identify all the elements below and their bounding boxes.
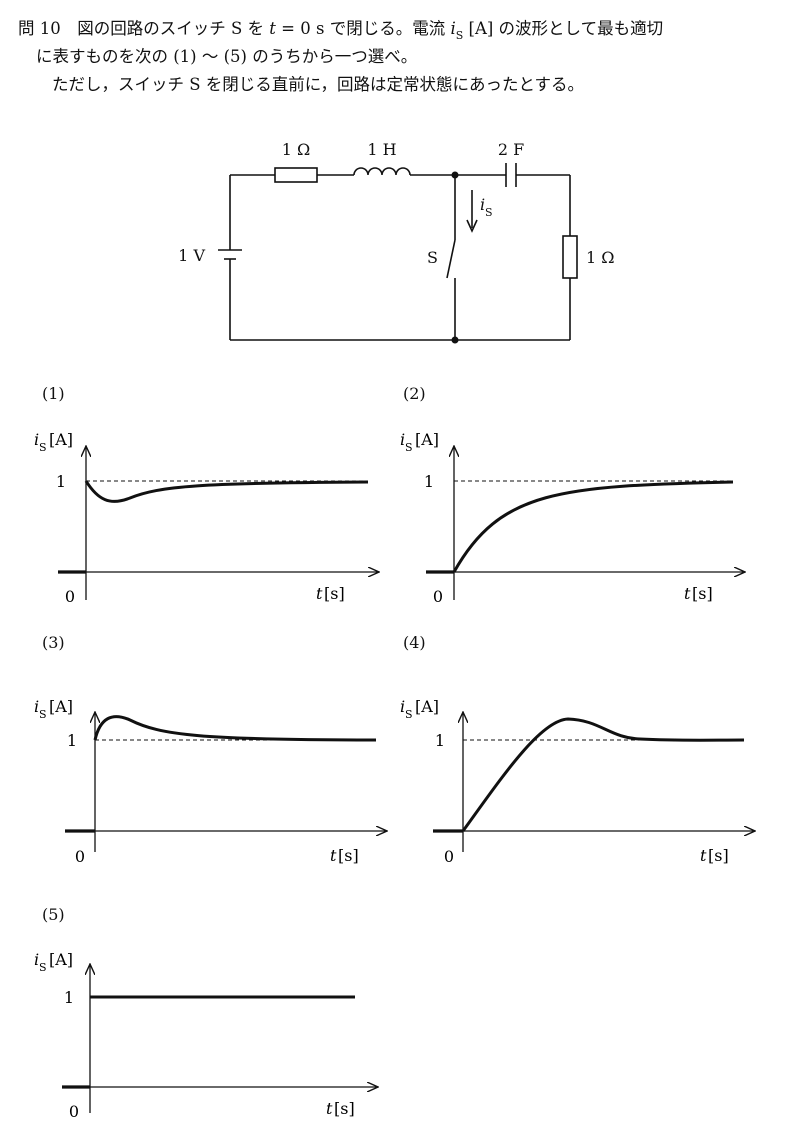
svg-text:[A]: [A] — [415, 430, 439, 449]
graph-1-curve — [84, 480, 369, 503]
graph-2-curve — [452, 480, 734, 573]
graph-4-ylabel: i — [400, 697, 405, 716]
graph-5-tick-1: 1 — [64, 988, 74, 1007]
capacitor-label: 2 F — [498, 140, 524, 159]
inductor-label: 1 H — [367, 140, 396, 159]
circuit-diagram: 1 Ω 1 H 2 F 1 V 1 Ω S i S — [178, 140, 615, 344]
svg-text:[s]: [s] — [708, 846, 729, 865]
resistor-2-label: 1 Ω — [586, 248, 615, 267]
graph-4: 1 0 i S [A] t [s] — [400, 697, 755, 866]
source-label: 1 V — [178, 246, 205, 265]
svg-text:[s]: [s] — [334, 1099, 355, 1118]
graph-4-tick-1: 1 — [435, 731, 445, 750]
graph-5-ylabel: i — [34, 950, 39, 969]
graph-3-ylabel: i — [34, 697, 39, 716]
svg-text:S: S — [39, 708, 47, 721]
option-label-2: (2) — [403, 384, 426, 403]
graph-5: 1 0 i S [A] t [s] — [34, 950, 378, 1121]
graph-1-xlabel: t — [316, 584, 323, 603]
option-label-1: (1) — [42, 384, 65, 403]
graph-5-xlabel: t — [326, 1099, 333, 1118]
question-line-3: ただし，スイッチ S を閉じる直前に，回路は定常状態にあったとする。 — [52, 75, 584, 94]
graph-1-ylabel: i — [34, 430, 39, 449]
svg-text:[A]: [A] — [49, 950, 73, 969]
question-number: 問 10 — [18, 19, 61, 38]
graph-4-xlabel: t — [700, 846, 707, 865]
switch-label: S — [427, 248, 438, 267]
graph-3-xlabel: t — [330, 846, 337, 865]
graph-5-origin: 0 — [69, 1102, 79, 1121]
svg-text:[A]: [A] — [49, 697, 73, 716]
current-label: i — [480, 195, 485, 214]
inductor — [353, 167, 411, 176]
question-text: 問 10 図の回路のスイッチ S を t = 0 s で閉じる。電流 iS [A… — [18, 16, 783, 98]
option-label-5: (5) — [42, 905, 65, 924]
svg-text:[s]: [s] — [324, 584, 345, 603]
svg-text:[s]: [s] — [338, 846, 359, 865]
svg-text:[A]: [A] — [415, 697, 439, 716]
svg-text:S: S — [405, 441, 413, 454]
option-label-3: (3) — [42, 633, 65, 652]
svg-text:S: S — [39, 961, 47, 974]
option-label-4: (4) — [403, 633, 426, 652]
svg-text:[s]: [s] — [692, 584, 713, 603]
graph-3-origin: 0 — [75, 847, 85, 866]
graph-2: 1 0 i S [A] t [s] — [400, 430, 745, 606]
svg-text:S: S — [405, 708, 413, 721]
graph-2-tick-1: 1 — [424, 472, 434, 491]
question-line-2: に表すものを次の (1) ～ (5) のうちから一つ選べ。 — [36, 47, 418, 66]
graph-3-curve — [93, 715, 377, 742]
junction-bottom — [451, 336, 459, 344]
switch-blade — [446, 239, 456, 279]
junction-top — [451, 171, 459, 179]
graph-4-origin: 0 — [444, 847, 454, 866]
graph-1: 1 0 i S [A] t [s] — [34, 430, 379, 606]
current-label-sub: S — [485, 206, 493, 219]
question-line-1: 問 10 図の回路のスイッチ S を t = 0 s で閉じる。電流 iS [A… — [18, 19, 664, 42]
svg-text:[A]: [A] — [49, 430, 73, 449]
graph-2-origin: 0 — [433, 587, 443, 606]
graph-2-ylabel: i — [400, 430, 405, 449]
graph-2-xlabel: t — [684, 584, 691, 603]
graph-3: 1 0 i S [A] t [s] — [34, 697, 387, 866]
graph-1-tick-1: 1 — [56, 472, 66, 491]
svg-text:S: S — [39, 441, 47, 454]
graph-3-tick-1: 1 — [67, 731, 77, 750]
resistor-1-label: 1 Ω — [282, 140, 311, 159]
graph-1-origin: 0 — [65, 587, 75, 606]
graph-4-curve — [461, 717, 745, 832]
